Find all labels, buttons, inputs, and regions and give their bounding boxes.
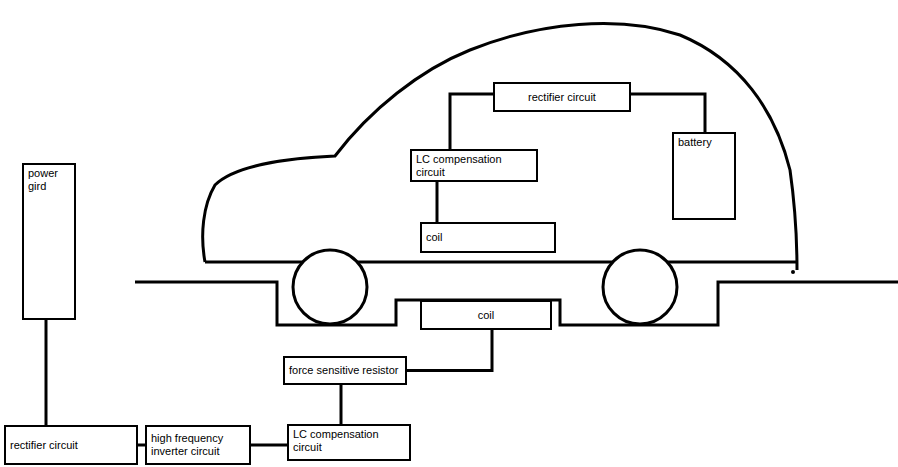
dot	[791, 270, 795, 274]
wheel	[293, 250, 367, 324]
rectifier-box: rectifier circuit	[4, 425, 138, 465]
power-grid-box: power gird	[22, 163, 76, 320]
wire	[450, 94, 493, 149]
box-label: high frequency inverter circuit	[151, 432, 245, 458]
box-label: power gird	[28, 167, 70, 193]
wire	[46, 320, 47, 425]
wire	[341, 385, 342, 424]
car-body	[203, 24, 797, 270]
wire	[407, 330, 492, 371]
compensation-box: LC compensation circuit	[287, 424, 411, 461]
wheel	[603, 250, 677, 324]
box-label: LC compensation circuit	[416, 153, 532, 179]
box-label: rectifier circuit	[528, 91, 596, 104]
box-label: coil	[478, 309, 495, 322]
sensor-box: force sensitive resistor	[283, 356, 407, 385]
rectifier-box: rectifier circuit	[493, 82, 631, 112]
inverter-box: high frequency inverter circuit	[145, 425, 251, 465]
box-label: battery	[678, 136, 712, 149]
box-label: rectifier circuit	[10, 439, 78, 452]
wire	[138, 445, 145, 446]
compensation-box: LC compensation circuit	[410, 149, 538, 182]
box-label: coil	[426, 231, 443, 244]
wire	[437, 182, 438, 222]
coil-box: coil	[420, 222, 556, 253]
coil-box: coil	[420, 300, 552, 330]
wire	[251, 445, 287, 446]
wire	[631, 94, 705, 132]
box-label: force sensitive resistor	[289, 364, 398, 377]
battery-box: battery	[672, 132, 736, 220]
box-label: LC compensation circuit	[293, 428, 405, 454]
car-floor	[205, 261, 797, 264]
